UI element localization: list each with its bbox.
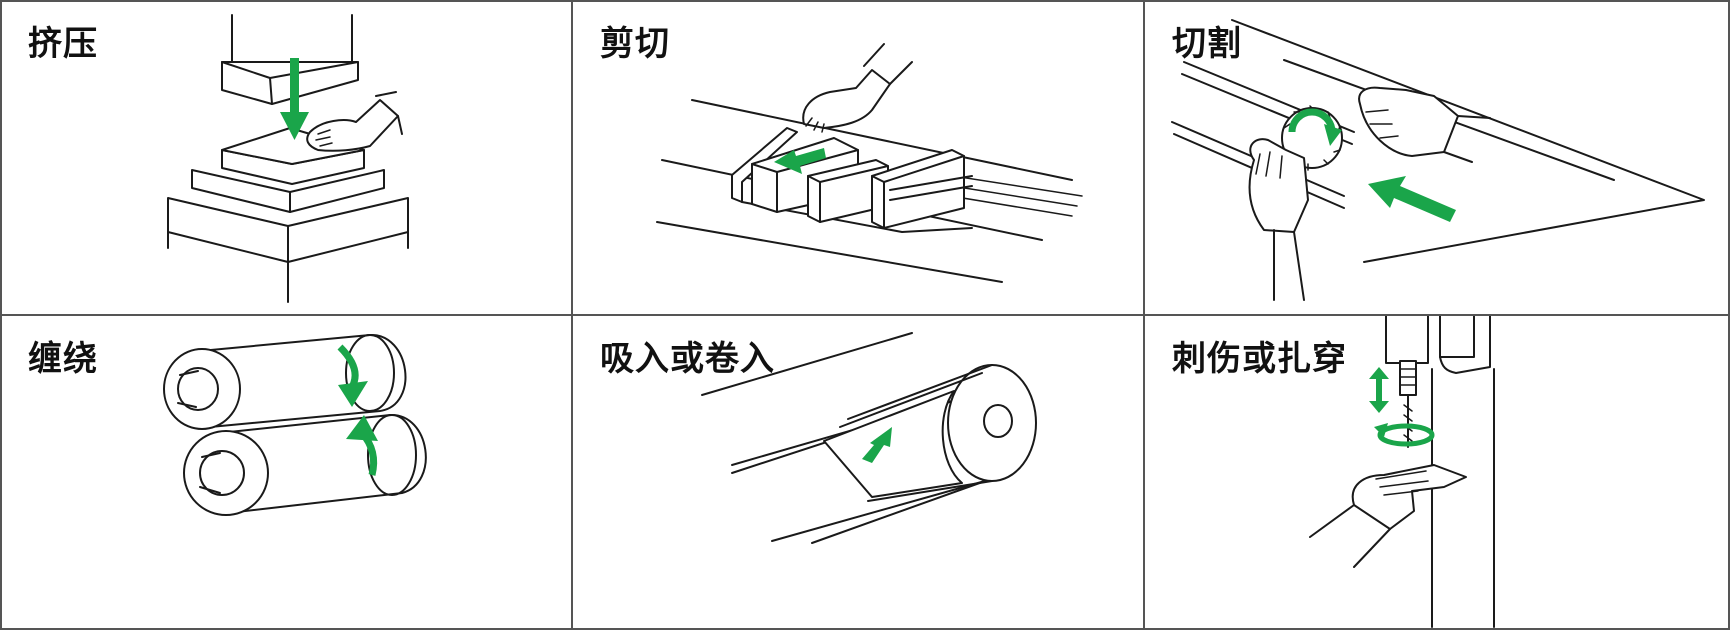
grid-divider-1 <box>571 0 573 630</box>
belt-drawin-icon <box>701 332 1037 544</box>
grid-border-top <box>0 0 1730 2</box>
grid-border-left <box>0 0 2 630</box>
hazard-cell-puncture: 刺伤或扎穿 <box>1144 315 1730 630</box>
hazard-label: 剪切 <box>600 24 670 64</box>
hazard-cell-cut: 切割 <box>1144 0 1730 315</box>
rollers-entangle-icon <box>163 333 427 516</box>
drill-puncture-icon <box>1309 315 1495 628</box>
hazard-label: 缠绕 <box>28 339 98 379</box>
grid-border-middle <box>0 314 1730 316</box>
shear-slide-icon <box>656 43 1083 283</box>
hazard-cell-entangle: 缠绕 <box>0 315 572 630</box>
hazard-cell-squeeze: 挤压 <box>0 0 572 315</box>
press-squeeze-icon <box>167 14 409 303</box>
hazard-cell-shear: 剪切 <box>572 0 1144 315</box>
grid-border-right <box>1728 0 1730 630</box>
hazard-label: 刺伤或扎穿 <box>1172 339 1347 379</box>
hazard-label: 吸入或卷入 <box>600 339 775 379</box>
hazard-cell-drawin: 吸入或卷入 <box>572 315 1144 630</box>
grid-border-bottom <box>0 628 1730 630</box>
hazard-label: 切割 <box>1172 24 1242 64</box>
grid-divider-2 <box>1143 0 1145 630</box>
saw-cut-icon <box>1171 19 1705 301</box>
hazard-label: 挤压 <box>28 24 98 64</box>
